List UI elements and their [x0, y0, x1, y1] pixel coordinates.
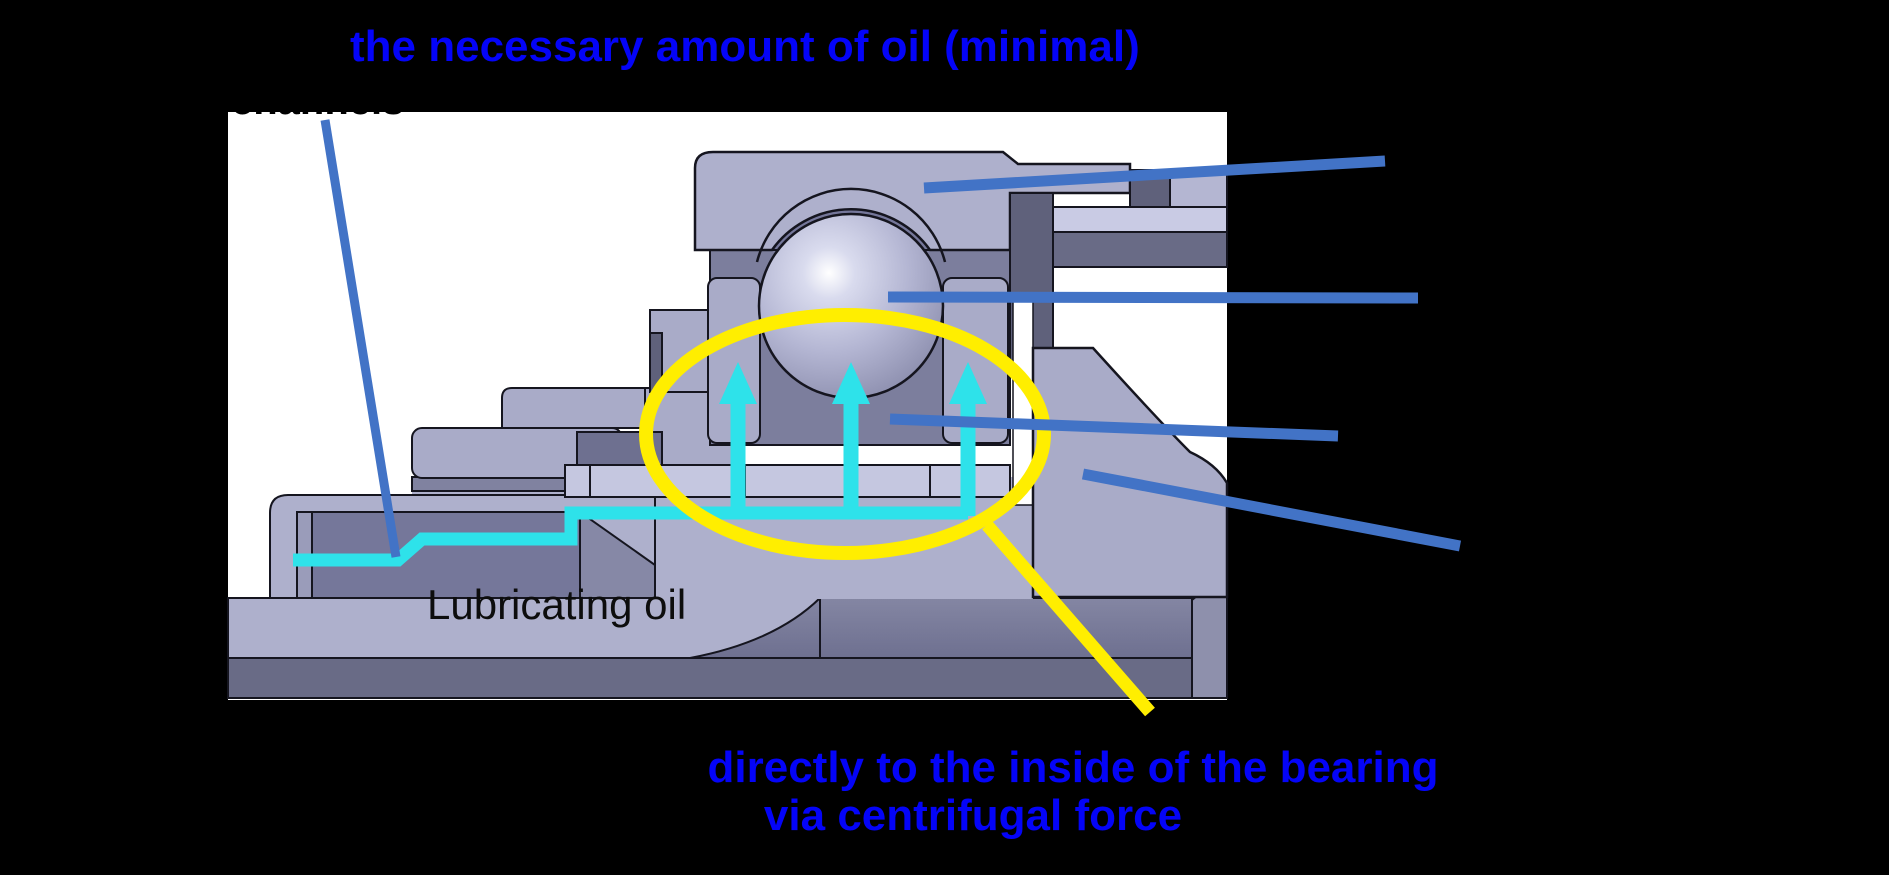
oil-inlet-sleeve	[269, 494, 656, 599]
highlight-callout-line	[982, 520, 1155, 717]
inner-ring-rail	[564, 464, 1011, 498]
shoulder-pointer-line	[1081, 468, 1462, 552]
caption-line-2: via centrifugal force	[763, 791, 1183, 840]
channels-pointer-line	[320, 119, 401, 558]
highlight-ellipse	[639, 308, 1051, 560]
title-caption: the necessary amount of oil (minimal)	[350, 22, 1140, 71]
caption-line-1: directly to the inside of the bearing	[707, 743, 1439, 792]
oil-arrow-middle	[832, 362, 870, 404]
outer-ring	[693, 150, 1132, 252]
inner-ring-pointer-line	[889, 413, 1339, 442]
leader-lines	[320, 119, 1462, 558]
channels-label: channels	[231, 79, 405, 123]
ball-pointer-line	[887, 291, 1419, 304]
lubricating-oil-label: Lubricating oil	[427, 581, 687, 628]
outer-ring-pointer-line	[923, 155, 1386, 194]
highlight-ellipse-group	[639, 308, 1155, 717]
oil-arrow-left	[719, 362, 757, 404]
housing-shoulder	[1031, 346, 1229, 599]
oil-arrow-right	[949, 362, 987, 404]
